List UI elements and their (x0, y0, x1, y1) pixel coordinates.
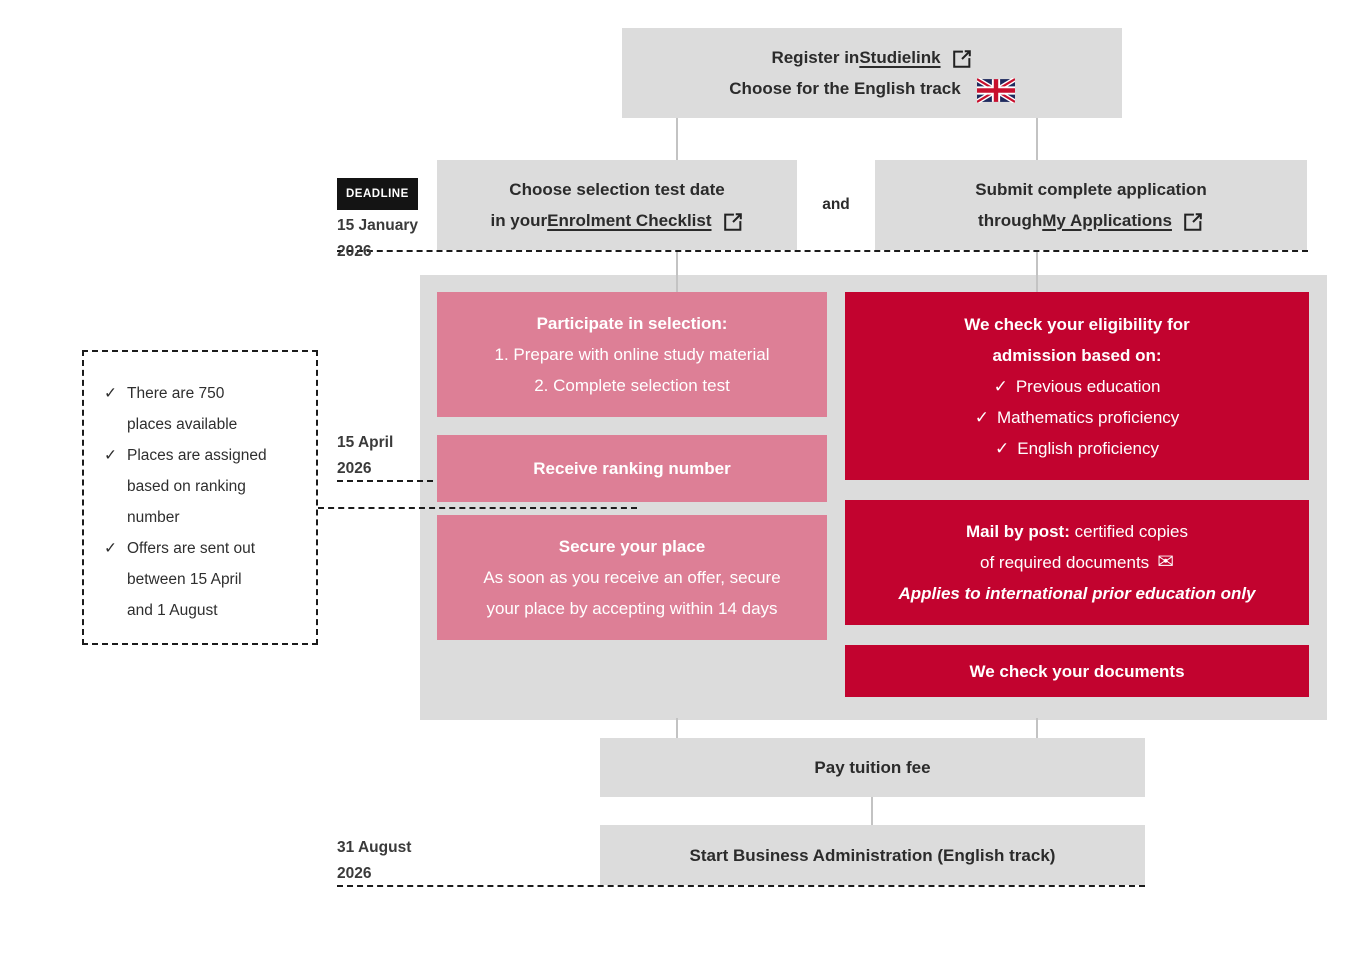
check-icon: ✓ (993, 376, 1008, 396)
external-link-icon[interactable] (1182, 211, 1204, 233)
submit-application-box: Submit complete application through My A… (875, 160, 1307, 250)
eligibility-title-line2: admission based on: (992, 345, 1162, 365)
secure-line1: As soon as you receive an offer, secure (483, 568, 781, 587)
external-link-icon[interactable] (951, 48, 973, 70)
secure-title: Secure your place (558, 537, 706, 556)
note-item-text: There are 750 places available (127, 385, 238, 433)
check-icon: ✓ (995, 438, 1010, 458)
submit-app-prefix: through (978, 211, 1043, 230)
start-programme-box: Start Business Administration (English t… (600, 825, 1145, 885)
check-icon: ✓ (104, 385, 117, 402)
my-applications-link[interactable]: My Applications (1042, 211, 1172, 230)
august-line2: 2026 (337, 865, 372, 882)
connector-line (676, 718, 678, 738)
ranking-title: Receive ranking number (533, 459, 731, 478)
deadline-dashed-line (337, 250, 1308, 252)
enrolment-checklist-link[interactable]: Enrolment Checklist (547, 211, 712, 230)
eligibility-item: ✓ Previous education (994, 371, 1161, 402)
participate-selection-box: Participate in selection: 1. Prepare wit… (437, 292, 827, 417)
eligibility-item-text: Previous education (1015, 376, 1161, 396)
pay-tuition-label: Pay tuition fee (814, 758, 931, 777)
check-icon: ✓ (104, 447, 117, 464)
deadline-badge: DEADLINE (337, 178, 418, 210)
register-studielink-box: Register in Studielink Choose for the En… (622, 28, 1122, 118)
august-line1: 31 August (337, 839, 412, 856)
connector-line (1036, 718, 1038, 738)
connector-line (1036, 250, 1038, 292)
mail-rest-text: certified copies (1069, 522, 1189, 541)
start-programme-label: Start Business Administration (English t… (689, 845, 1056, 865)
ranking-number-box: Receive ranking number (437, 435, 827, 502)
eligibility-title-line1: We check your eligibility for (964, 314, 1190, 334)
august-date-label: 31 August 2026 (337, 835, 411, 887)
eligibility-item: ✓ English proficiency (995, 433, 1159, 464)
english-track-text: Choose for the English track (729, 79, 961, 98)
mail-note-text: Applies to international prior education… (898, 584, 1256, 603)
check-documents-title: We check your documents (969, 661, 1185, 681)
check-documents-box: We check your documents (845, 645, 1309, 697)
choose-test-date-box: Choose selection test date in your Enrol… (437, 160, 797, 250)
april-dashed-line (337, 480, 433, 482)
eligibility-item-text: English proficiency (1017, 438, 1159, 458)
and-label: and (822, 196, 850, 213)
choose-test-line1: Choose selection test date (509, 180, 725, 199)
connector-line (676, 250, 678, 292)
places-info-note: ✓ There are 750 places available ✓ Place… (82, 350, 318, 645)
eligibility-item-text: Mathematics proficiency (996, 407, 1180, 427)
external-link-icon[interactable] (722, 211, 744, 233)
note-item: ✓ Offers are sent out between 15 April a… (104, 533, 304, 626)
mail-bold-text: Mail by post: (965, 522, 1070, 541)
april-line2: 2026 (337, 460, 372, 477)
eligibility-item: ✓ Mathematics proficiency (975, 402, 1180, 433)
mail-by-post-box: Mail by post: certified copies of requir… (845, 500, 1309, 625)
envelope-icon: ✉ (1157, 551, 1174, 573)
check-icon: ✓ (104, 540, 117, 557)
studielink-link[interactable]: Studielink (859, 48, 941, 67)
choose-test-prefix: in your (490, 211, 548, 230)
deadline-january-label: DEADLINE 15 January 2026 (337, 178, 418, 265)
deadline-date-line2: 2026 (337, 243, 372, 260)
connector-line (1036, 118, 1038, 160)
participate-step2: 2. Complete selection test (534, 376, 730, 395)
deadline-date-line1: 15 January (337, 217, 418, 234)
register-prefix-text: Register in (771, 48, 860, 67)
note-item: ✓ There are 750 places available (104, 378, 304, 440)
april-line1: 15 April (337, 434, 394, 451)
connector-line (871, 797, 873, 825)
mail-line2-text: of required documents (980, 553, 1150, 572)
note-item-text: Places are assigned based on ranking num… (127, 447, 267, 526)
note-item-text: Offers are sent out between 15 April and… (127, 540, 256, 619)
secure-line2: your place by accepting within 14 days (486, 599, 778, 618)
eligibility-check-box: We check your eligibility for admission … (845, 292, 1309, 480)
secure-place-box: Secure your place As soon as you receive… (437, 515, 827, 640)
pay-tuition-box: Pay tuition fee (600, 738, 1145, 797)
submit-app-line1: Submit complete application (975, 180, 1207, 199)
connector-line (676, 118, 678, 160)
note-item: ✓ Places are assigned based on ranking n… (104, 440, 304, 533)
uk-flag-icon (976, 78, 1015, 103)
check-icon: ✓ (974, 407, 989, 427)
participate-title: Participate in selection: (536, 314, 728, 333)
april-date-label: 15 April 2026 (337, 430, 393, 482)
participate-step1: 1. Prepare with online study material (494, 345, 770, 364)
note-dashed-line (318, 507, 637, 509)
august-dashed-line (337, 885, 1145, 887)
